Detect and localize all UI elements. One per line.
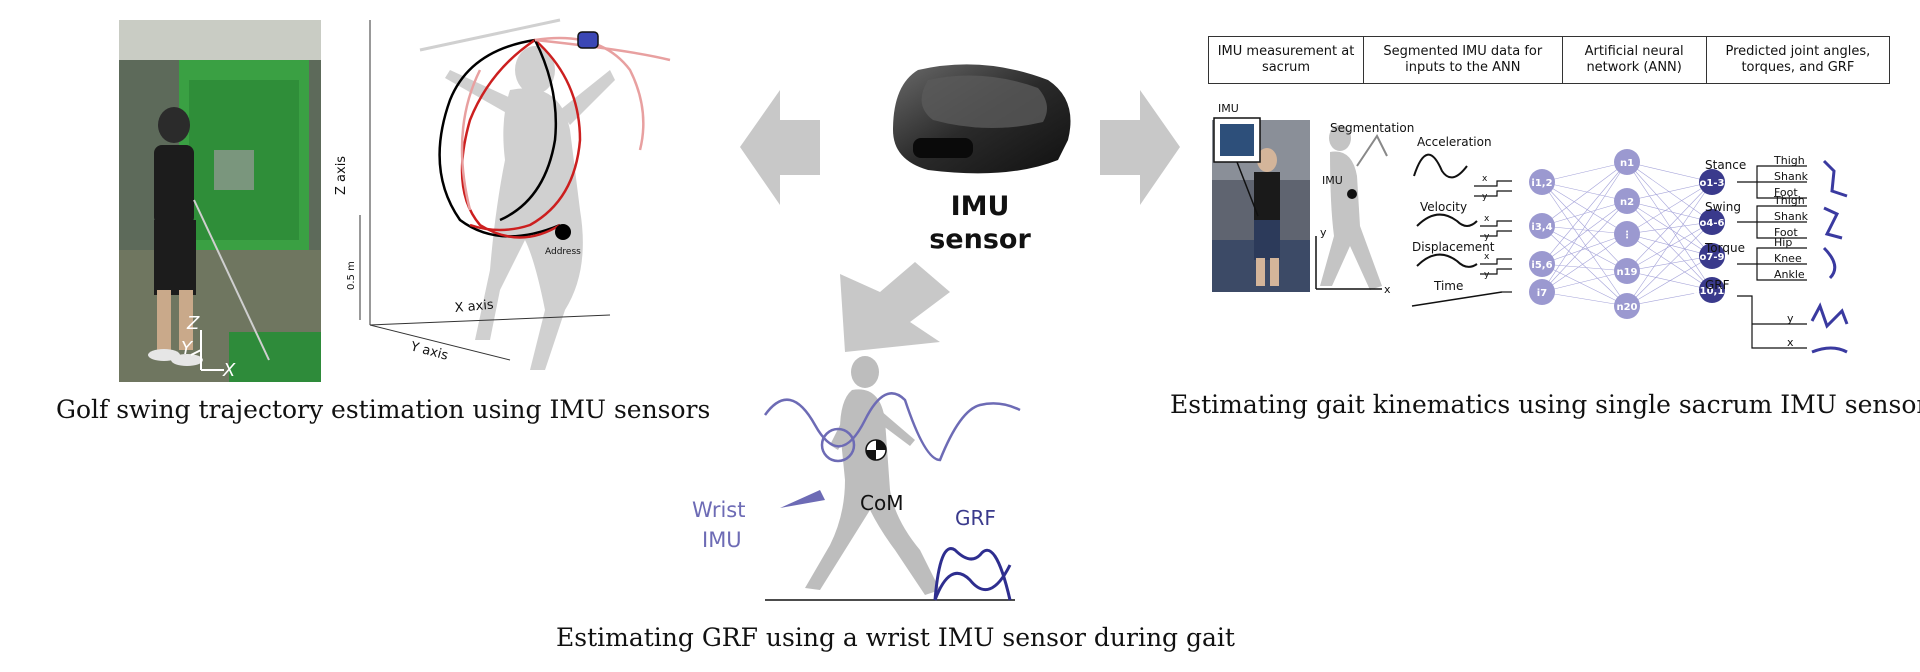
- golf-photo: Z Y X: [119, 20, 321, 382]
- imu-title-line2: sensor: [929, 224, 1031, 255]
- svg-text:y: y: [1482, 192, 1488, 202]
- imu-walker-label: IMU: [1322, 174, 1343, 187]
- scale-label: 0.5 m: [346, 261, 357, 290]
- arrow-right: [1100, 90, 1180, 205]
- output-node-label: o1-3: [1700, 178, 1725, 189]
- arrow-down-left: [840, 262, 950, 352]
- hidden-node: [1614, 258, 1640, 284]
- output-node: [1699, 277, 1725, 303]
- imu-title-line1: IMU: [950, 191, 1010, 222]
- golf-trajectory-plot: Address Z axis 0.5 m X axis Y axis: [334, 18, 671, 370]
- golf-caption: Golf swing trajectory estimation using I…: [56, 395, 711, 424]
- torque-ankle: Ankle: [1774, 268, 1805, 281]
- output-node: [1699, 169, 1725, 195]
- arrow-left: [740, 90, 820, 205]
- output-node: [1699, 243, 1725, 269]
- swing-label: Swing: [1705, 200, 1741, 214]
- swing-shank: Shank: [1774, 210, 1809, 223]
- swing-thigh: Thigh: [1773, 194, 1805, 207]
- svg-text:x: x: [1482, 174, 1488, 184]
- stance-foot: Foot: [1774, 186, 1798, 199]
- displacement-label: Displacement: [1412, 240, 1495, 254]
- hidden-node: [1614, 149, 1640, 175]
- input-node-label: i3,4: [1531, 222, 1552, 233]
- input-node-label: i5,6: [1531, 260, 1552, 271]
- table-header-imu-measurement: IMU measurement at sacrum: [1207, 36, 1365, 84]
- velocity-label: Velocity: [1420, 200, 1467, 214]
- axis-x-label: X: [223, 360, 236, 381]
- imu-inset-label: IMU: [1218, 102, 1239, 115]
- wrist-label: Wrist: [692, 498, 745, 522]
- grf-x: x: [1787, 336, 1794, 349]
- hidden-node-label: n1: [1620, 158, 1634, 169]
- stance-label: Stance: [1705, 158, 1746, 172]
- table-header-predicted: Predicted joint angles, torques, and GRF: [1705, 36, 1891, 84]
- hidden-node: [1614, 293, 1640, 319]
- hidden-node-label: n20: [1616, 302, 1637, 313]
- imu-sensor-title: IMU sensor: [905, 190, 1055, 256]
- hidden-node-label: n2: [1620, 197, 1634, 208]
- input-node: [1529, 279, 1555, 305]
- torque-hip: Hip: [1774, 236, 1792, 249]
- axis-z-label: Z: [187, 313, 200, 334]
- x-label: x: [1384, 283, 1391, 296]
- stance-shank: Shank: [1774, 170, 1809, 183]
- y-label: y: [1320, 226, 1327, 239]
- table-header-segmented-data: Segmented IMU data for inputs to the ANN: [1363, 36, 1563, 84]
- torque-label: Torque: [1704, 241, 1745, 255]
- acceleration-label: Acceleration: [1417, 135, 1492, 149]
- segmentation-label: Segmentation: [1330, 121, 1414, 135]
- hidden-node: [1614, 188, 1640, 214]
- torque-knee: Knee: [1774, 252, 1802, 265]
- x-axis-label: X axis: [454, 298, 494, 316]
- imu-device: [893, 64, 1071, 174]
- input-node-label: i1,2: [1531, 178, 1552, 189]
- walker-silhouette: [805, 356, 940, 595]
- gait-header-table: IMU measurement at sacrum Segmented IMU …: [1207, 36, 1891, 84]
- grf-out-label: GRF: [1705, 278, 1730, 292]
- axis-y-label: Y: [181, 338, 192, 359]
- golfer-silhouette: [445, 46, 615, 370]
- input-node: [1529, 169, 1555, 195]
- output-node-label: o7-9: [1700, 252, 1725, 263]
- svg-text:y: y: [1484, 232, 1490, 242]
- input-node-label: i7: [1537, 288, 1547, 299]
- com-label: CoM: [860, 491, 903, 515]
- svg-text:x: x: [1484, 252, 1490, 262]
- grf-y: y: [1787, 312, 1794, 325]
- gait-caption: Estimating gait kinematics using single …: [1170, 390, 1920, 419]
- wrist-caption: Estimating GRF using a wrist IMU sensor …: [556, 623, 1235, 652]
- ann-diagram: IMU IMU x y Segmentation Acceleration Ve…: [1213, 102, 1849, 354]
- grf-label: GRF: [955, 506, 996, 530]
- time-label: Time: [1433, 279, 1463, 293]
- wrist-imu-label: IMU: [702, 528, 742, 552]
- hidden-node: [1614, 221, 1640, 247]
- table-header-ann: Artificial neural network (ANN): [1561, 36, 1707, 84]
- swing-foot: Foot: [1774, 226, 1798, 239]
- wrist-grf-figure: CoM GRF Wrist IMU: [692, 356, 1021, 601]
- hidden-node-label: ⋮: [1622, 230, 1632, 241]
- address-label: Address: [545, 247, 581, 257]
- input-node: [1529, 251, 1555, 277]
- stance-thigh: Thigh: [1773, 154, 1805, 167]
- z-axis-label: Z axis: [334, 156, 349, 195]
- input-node: [1529, 213, 1555, 239]
- output-node-label: o10,11: [1693, 286, 1732, 297]
- output-node-label: o4-6: [1700, 218, 1725, 229]
- hidden-node-label: n19: [1616, 267, 1637, 278]
- svg-text:x: x: [1484, 214, 1490, 224]
- svg-text:y: y: [1484, 270, 1490, 280]
- output-node: [1699, 209, 1725, 235]
- y-axis-label: Y axis: [408, 339, 450, 364]
